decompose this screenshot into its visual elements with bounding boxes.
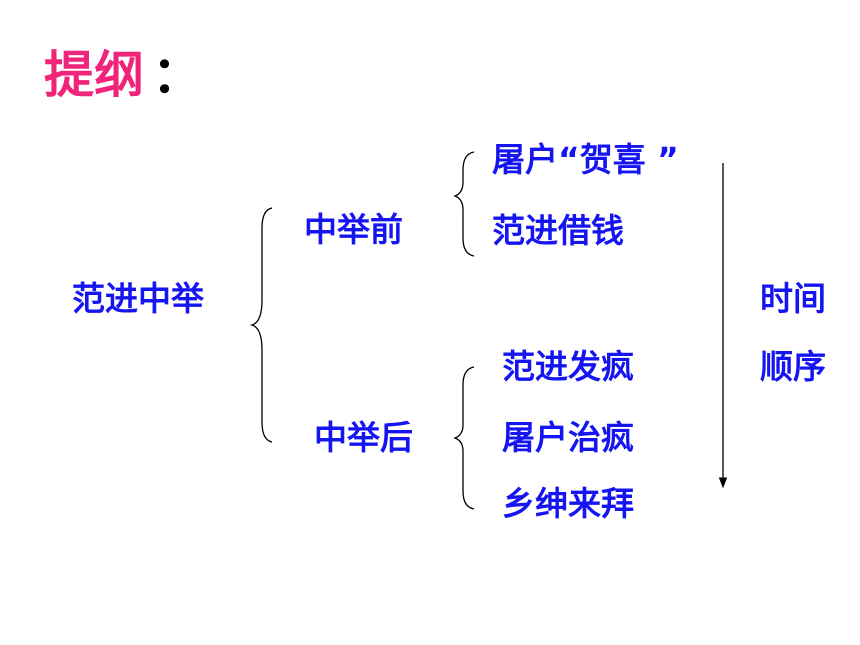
branch-before: 中举前: [304, 210, 403, 249]
branch-after: 中举后: [314, 418, 413, 457]
timeline-label-1: 时间: [760, 279, 826, 318]
title-text: 提纲: [44, 46, 144, 104]
after-item-1: 范进发疯: [502, 347, 634, 386]
after-item-3: 乡绅来拜: [502, 484, 634, 523]
before-brace: [453, 151, 475, 257]
before-item-1: 屠户“贺喜 ”: [492, 140, 679, 179]
timeline-label-2: 顺序: [760, 347, 826, 386]
after-item-2: 屠户治疯: [502, 418, 634, 457]
before-item-2: 范进借钱: [492, 211, 624, 250]
title-colon: ：: [152, 46, 202, 104]
root-brace: [249, 207, 273, 443]
outline-title: 提纲：: [44, 50, 202, 100]
root-node: 范进中举: [72, 279, 204, 318]
after-brace: [453, 366, 475, 510]
time-arrow-head: [718, 477, 728, 489]
